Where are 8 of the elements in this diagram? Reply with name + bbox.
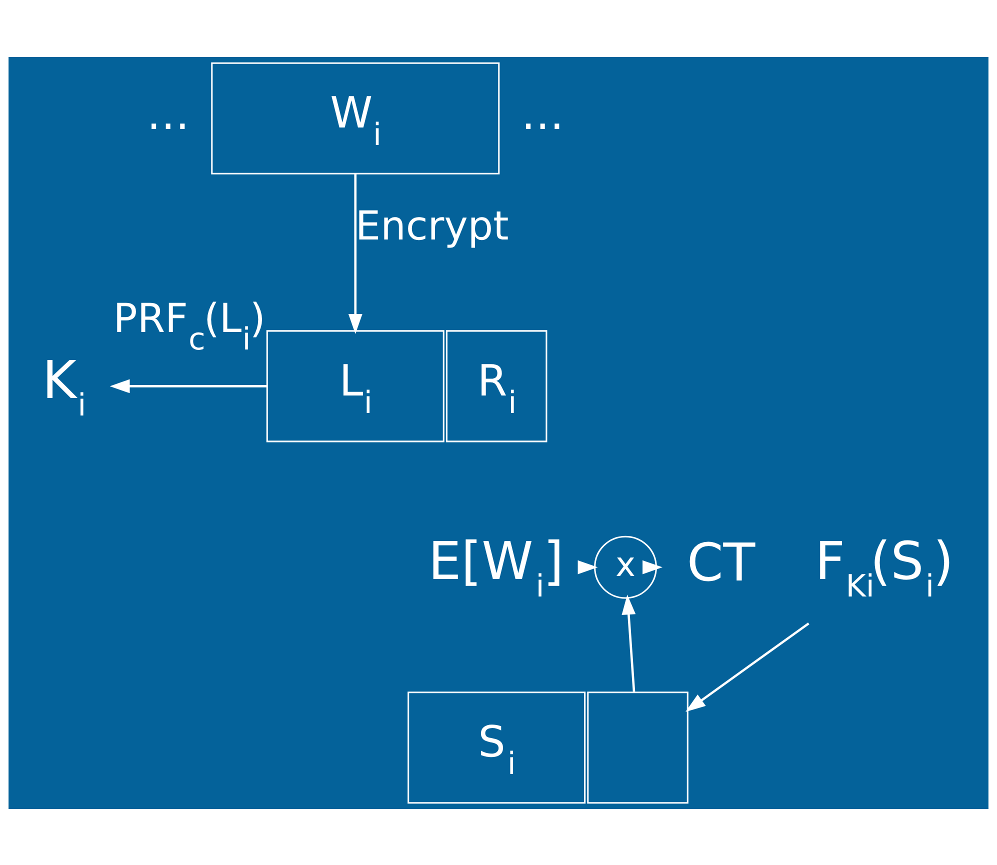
node-text: F$_{Ki}$(S$_{i}$) [815,532,954,604]
node-label: … [521,89,564,140]
edge-label: Encrypt [355,202,509,249]
edge-label: PRF$_{c}$(L$_{i}$) [113,296,266,358]
node-label: … [146,89,190,140]
node-text: K$_{i}$ [42,350,86,424]
node-text: CT [686,533,756,594]
node-text: E[W$_{i}$] [428,532,564,604]
